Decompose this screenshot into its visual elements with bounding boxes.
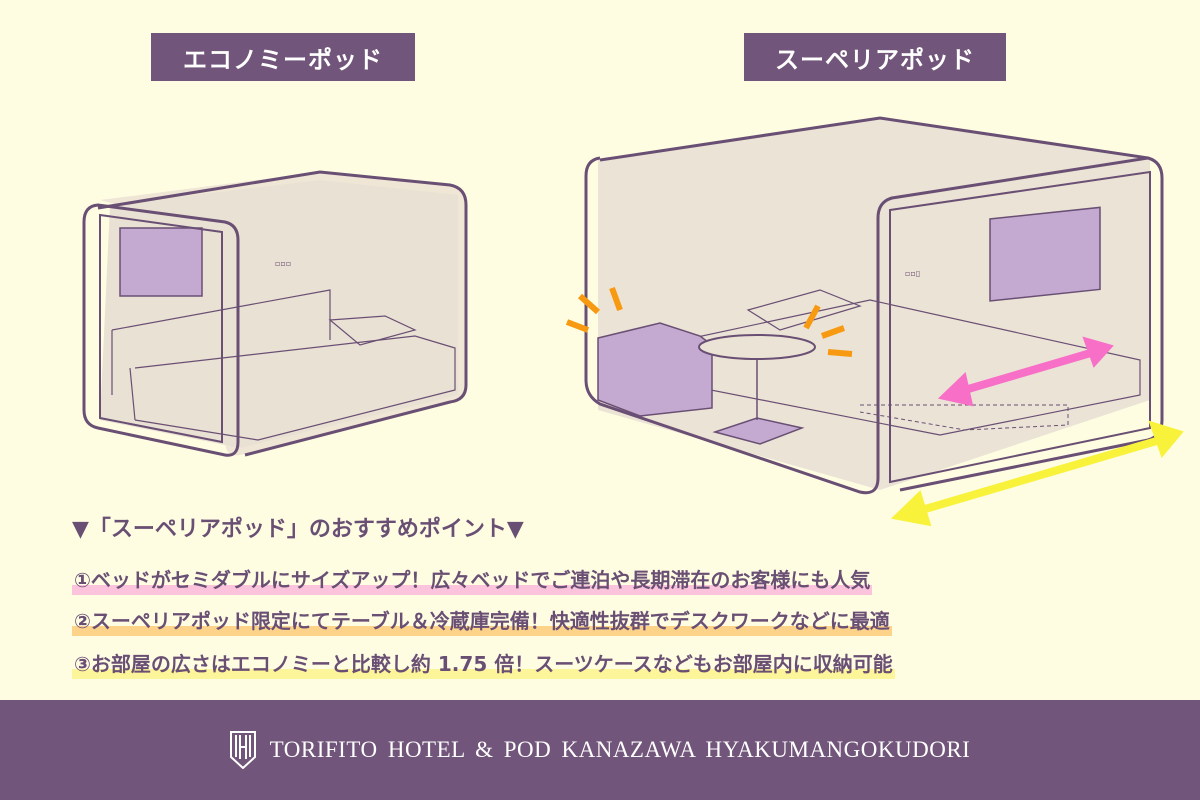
point-text: ②スーペリアポッド限定にてテーブル＆冷蔵庫完備！快適性抜群でデスクワークなどに最… xyxy=(74,609,890,633)
svg-text:▫▫▯: ▫▫▯ xyxy=(905,269,920,278)
superior-pod-illustration: ▫▫▯ xyxy=(584,116,1164,495)
bed-width-arrow-icon xyxy=(937,336,1114,407)
economy-pod-illustration: ▫▫▫ xyxy=(82,170,468,457)
footer-banner: TORIFITO HOTEL & POD KANAZAWA HYAKUMANGO… xyxy=(0,700,1200,800)
point-text: ①ベッドがセミダブルにサイズアップ！広々ベッドでご連泊や長期滞在のお客様にも人気 xyxy=(74,568,871,592)
highlight-burst-icon xyxy=(565,286,853,357)
hotel-name: TORIFITO HOTEL & POD KANAZAWA HYAKUMANGO… xyxy=(269,737,971,762)
economy-pod-label: エコノミーポッド xyxy=(151,33,415,81)
recommendation-point-2: ②スーペリアポッド限定にてテーブル＆冷蔵庫完備！快適性抜群でデスクワークなどに最… xyxy=(72,605,892,636)
recommendation-point-1: ①ベッドがセミダブルにサイズアップ！広々ベッドでご連泊や長期滞在のお客様にも人気 xyxy=(72,564,873,595)
point-text: ③お部屋の広さはエコノミーと比較し約 1.75 倍！スーツケースなどもお部屋内に… xyxy=(74,652,893,676)
recommendation-heading: ▼「スーペリアポッド」のおすすめポイント▼ xyxy=(72,517,524,542)
hotel-crest-icon xyxy=(229,731,256,769)
superior-pod-label: スーペリアポッド xyxy=(744,33,1006,81)
room-length-arrow-icon xyxy=(890,420,1184,527)
recommendation-point-3: ③お部屋の広さはエコノミーと比較し約 1.75 倍！スーツケースなどもお部屋内に… xyxy=(72,648,895,679)
svg-text:▫▫▫: ▫▫▫ xyxy=(275,259,291,268)
pod-illustrations: ▫▫▫ ▫▫▯ xyxy=(82,116,1184,527)
